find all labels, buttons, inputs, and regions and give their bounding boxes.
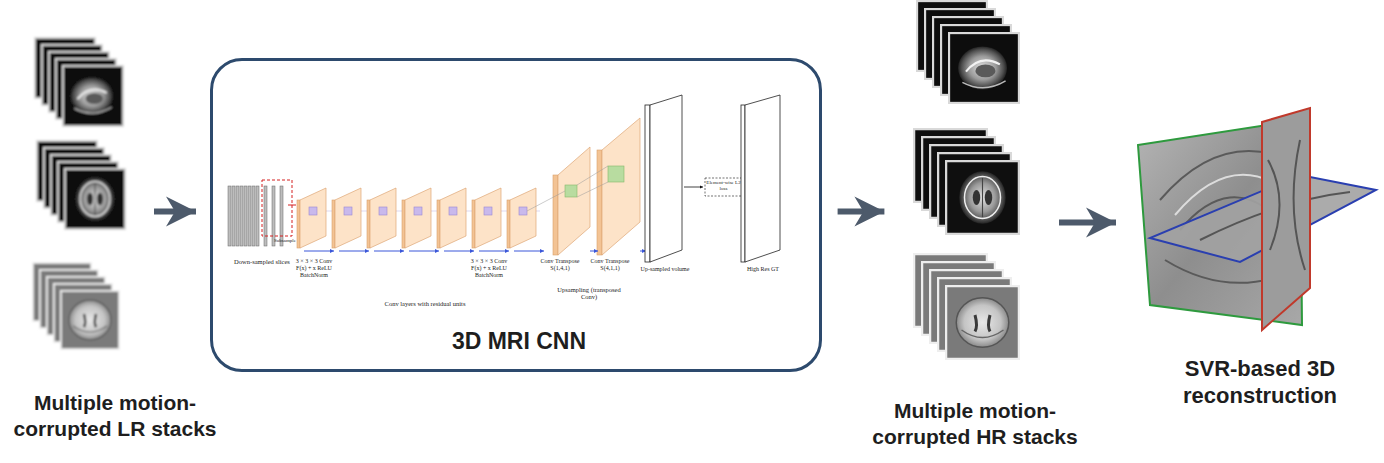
cnn-architecture [244,186,247,246]
cnn-architecture [590,251,598,252]
cnn-architecture [577,166,608,185]
flow-arrow [838,209,885,215]
stage-group: SVR-based 3D reconstruction [1135,105,1380,340]
stage-caption: Multiple motion-corrupted HR stacks [855,398,1095,449]
figure-label: 3 × 3 × 3 Conv F(x) + x ReLU BatchNorm [294,258,334,279]
stage-caption: SVR-based 3D reconstruction [1145,356,1375,410]
stage-group: Multiple motion-corrupted LR stacks [28,25,140,365]
cnn-architecture [472,188,509,251]
cnn-architecture [228,95,780,262]
model-box: 3D MRI CNN [210,58,822,372]
hr-mri-stacks [949,33,1019,103]
cnn-architecture [507,188,544,251]
cnn-architecture [264,186,267,246]
cnn-architecture [280,186,283,246]
flow-arrow [154,209,196,215]
cnn-architecture [236,186,239,246]
stage-caption: 3D MRI CNN [213,327,825,355]
hr-mri-stacks [914,1,1019,359]
cnn-architecture [402,188,439,251]
cnn-architecture [565,185,577,197]
svr-3d-volume [1262,108,1310,330]
lr-mri-stacks [33,38,125,349]
cnn-architecture [367,188,404,251]
flow-arrow [1059,220,1116,226]
hr-mri-stacks [946,286,1019,359]
figure-label: 3 × 3 × 3 Conv F(x) + x ReLU BatchNorm [469,258,509,279]
figure-label: Conv Transpose S(4,1,1) [588,258,632,272]
cnn-architecture [741,105,745,262]
figure-label: Subsample [268,238,302,244]
figure-label: Up-sampled volume [634,266,696,273]
svr-3d-volume [1268,140,1305,270]
cnn-architecture [256,186,259,246]
figure-label: Conv layers with residual units [360,300,490,307]
cnn-architecture [240,186,243,246]
lr-mri-stacks [63,66,123,126]
figure-label: Upsampling (transposed Conv) [552,286,626,301]
figure-label: Element-wise L2 loss [706,180,741,192]
hr-mri-stacks [946,161,1019,234]
cnn-architecture [608,166,624,182]
cnn-architecture [558,147,590,255]
cnn-architecture [272,186,275,246]
lr-mri-stacks [65,169,125,229]
figure-label: High Res GT [736,266,790,273]
cnn-architecture [437,188,474,251]
cnn-architecture [650,95,682,262]
cnn-architecture [553,175,558,255]
figure-label: Conv Transpose S(1,4,1) [538,258,582,272]
cnn-architecture [602,118,640,255]
cnn-architecture [228,186,231,246]
stage-caption: Multiple motion-corrupted LR stacks [0,390,230,441]
cnn-architecture [297,188,334,251]
cnn-architecture [527,191,565,211]
cnn-architecture [684,187,703,188]
cnn-architecture [232,186,235,246]
lr-mri-stacks [61,291,119,349]
cnn-architecture [577,182,608,197]
cnn-architecture [745,95,780,262]
cnn-architecture [248,186,251,246]
cnn-architecture [597,150,602,255]
cnn-architecture [262,180,292,236]
stage-group: Multiple motion-corrupted HR stacks [900,0,1040,365]
svr-3d-volume [1138,108,1376,330]
cnn-architecture [288,205,296,206]
cnn-architecture [332,188,369,251]
figure-label: Down-sampled slices [222,258,302,265]
cnn-architecture [645,105,650,262]
cnn-architecture [252,186,255,246]
cnn-architecture [705,178,742,196]
